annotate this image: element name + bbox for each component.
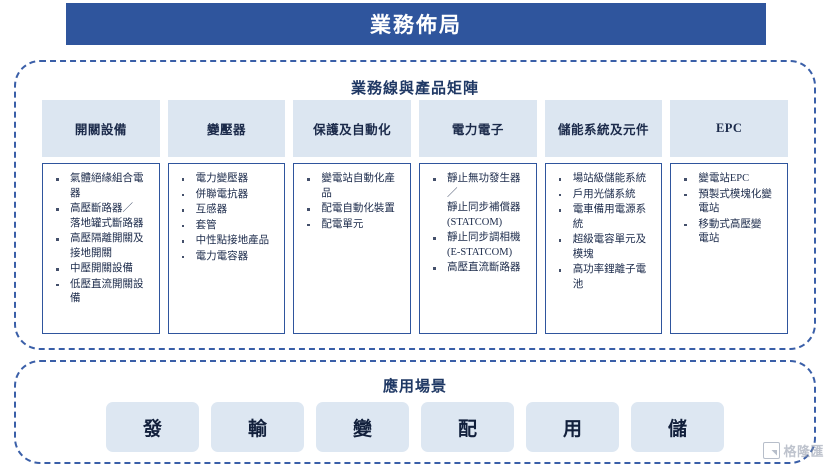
matrix-item: 靜止同步調相機 (E-STATCOM) (426, 231, 530, 260)
scenario-chip[interactable]: 變 (316, 402, 409, 452)
matrix-column-body: 靜止無功發生器／ 靜止同步補償器 (STATCOM)靜止同步調相機 (E-STA… (419, 163, 537, 334)
gelonghui-logo-icon (763, 442, 781, 459)
matrix-item: 移動式高壓變 電站 (677, 218, 781, 247)
matrix-item: 高壓隔離開關及 接地開關 (49, 232, 153, 261)
matrix-column: 電力電子靜止無功發生器／ 靜止同步補償器 (STATCOM)靜止同步調相機 (E… (419, 100, 537, 334)
matrix-item: 場站級儲能系統 (552, 172, 656, 187)
matrix-item-list: 電力變壓器併聯電抗器互感器套管中性點接地產品電力電容器 (175, 172, 279, 264)
business-matrix-panel: 業務線與產品矩陣 開關設備氣體絕緣組合電器高壓斷路器／ 落地罐式斷路器高壓隔離開… (14, 60, 816, 350)
matrix-column-header[interactable]: 儲能系統及元件 (544, 100, 663, 157)
matrix-column-body: 變電站自動化產品配電自動化裝置配電單元 (293, 163, 412, 334)
business-matrix-columns: 開關設備氣體絕緣組合電器高壓斷路器／ 落地罐式斷路器高壓隔離開關及 接地開關中壓… (42, 100, 789, 334)
matrix-item: 預製式模塊化變 電站 (677, 188, 781, 217)
page-header-banner: 業務佈局 (66, 3, 766, 45)
scenario-chip[interactable]: 用 (526, 402, 619, 452)
watermark-label: 格隆匯 (783, 444, 824, 459)
application-scenario-panel: 應用場景 發輸變配用儲 (14, 360, 816, 464)
matrix-column: 儲能系統及元件場站級儲能系統戶用光儲系統電車備用電源系統超級電容單元及模塊高功率… (544, 100, 663, 334)
matrix-column: 變壓器電力變壓器併聯電抗器互感器套管中性點接地產品電力電容器 (167, 100, 286, 334)
application-scenario-chips: 發輸變配用儲 (106, 402, 724, 452)
page-title: 業務佈局 (370, 13, 462, 37)
matrix-item: 戶用光儲系統 (552, 188, 656, 203)
matrix-item: 高壓直流斷路器 (426, 261, 530, 276)
matrix-item: 高壓斷路器／ 落地罐式斷路器 (49, 202, 153, 231)
matrix-column-header[interactable]: 開關設備 (42, 100, 160, 157)
matrix-column: 保護及自動化變電站自動化產品配電自動化裝置配電單元 (293, 100, 412, 334)
matrix-column-header[interactable]: 保護及自動化 (293, 100, 412, 157)
matrix-item: 配電自動化裝置 (300, 202, 404, 217)
matrix-column-body: 場站級儲能系統戶用光儲系統電車備用電源系統超級電容單元及模塊高功率鋰離子電池 (544, 163, 663, 334)
matrix-item: 配電單元 (300, 218, 404, 233)
matrix-item: 變電站自動化產品 (300, 172, 404, 201)
matrix-item: 中性點接地產品 (175, 234, 279, 249)
matrix-item: 超級電容單元及模塊 (552, 233, 656, 262)
matrix-column: 開關設備氣體絕緣組合電器高壓斷路器／ 落地罐式斷路器高壓隔離開關及 接地開關中壓… (42, 100, 160, 334)
matrix-item: 電力電容器 (175, 250, 279, 265)
matrix-item: 套管 (175, 219, 279, 234)
matrix-item-list: 場站級儲能系統戶用光儲系統電車備用電源系統超級電容單元及模塊高功率鋰離子電池 (552, 172, 656, 292)
matrix-item: 中壓開關設備 (49, 262, 153, 277)
matrix-item-list: 變電站自動化產品配電自動化裝置配電單元 (300, 172, 404, 232)
matrix-item-list: 氣體絕緣組合電器高壓斷路器／ 落地罐式斷路器高壓隔離開關及 接地開關中壓開關設備… (49, 172, 153, 307)
matrix-item: 電車備用電源系統 (552, 203, 656, 232)
business-matrix-title: 業務線與產品矩陣 (350, 81, 479, 97)
watermark: 格隆匯 (763, 441, 824, 460)
scenario-chip[interactable]: 儲 (631, 402, 724, 452)
matrix-item: 靜止無功發生器／ 靜止同步補償器 (STATCOM) (426, 172, 530, 230)
scenario-chip[interactable]: 發 (106, 402, 199, 452)
matrix-item: 高功率鋰離子電池 (552, 263, 656, 292)
matrix-item: 氣體絕緣組合電器 (49, 172, 153, 201)
scenario-chip[interactable]: 輸 (211, 402, 304, 452)
matrix-column-header[interactable]: 變壓器 (167, 100, 286, 157)
matrix-column-body: 氣體絕緣組合電器高壓斷路器／ 落地罐式斷路器高壓隔離開關及 接地開關中壓開關設備… (42, 163, 160, 334)
matrix-item: 變電站EPC (677, 172, 781, 187)
matrix-column-header[interactable]: 電力電子 (419, 100, 537, 157)
matrix-item-list: 靜止無功發生器／ 靜止同步補償器 (STATCOM)靜止同步調相機 (E-STA… (426, 172, 530, 276)
matrix-column-header[interactable]: EPC (670, 100, 789, 157)
matrix-item: 電力變壓器 (175, 172, 279, 187)
application-scenario-title: 應用場景 (382, 379, 447, 395)
matrix-item: 併聯電抗器 (175, 188, 279, 203)
matrix-item: 低壓直流開關設備 (49, 278, 153, 307)
matrix-column-body: 電力變壓器併聯電抗器互感器套管中性點接地產品電力電容器 (167, 163, 286, 334)
matrix-item: 互感器 (175, 203, 279, 218)
scenario-chip[interactable]: 配 (421, 402, 514, 452)
